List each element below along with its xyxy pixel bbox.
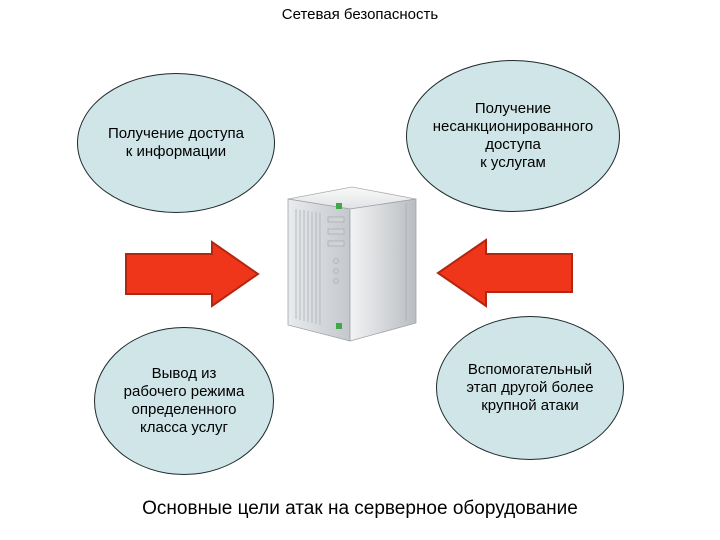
- goal-label: Получение доступа к информации: [108, 125, 244, 160]
- diagram-caption: Основные цели атак на серверное оборудов…: [142, 498, 578, 519]
- goal-auxiliary-attack-stage: Вспомогательный этап другой более крупно…: [436, 316, 624, 460]
- goal-label: Вывод из рабочего режима определенного к…: [123, 365, 245, 436]
- goal-disable-service-class: Вывод из рабочего режима определенного к…: [94, 327, 274, 475]
- arrow-right-icon: [125, 240, 260, 308]
- server-icon: [287, 186, 417, 342]
- goal-access-information: Получение доступа к информации: [77, 73, 275, 213]
- goal-unauthorized-service-access: Получение несанкционированного доступа к…: [406, 60, 620, 212]
- goal-label: Получение несанкционированного доступа к…: [432, 100, 594, 171]
- goal-label: Вспомогательный этап другой более крупно…: [466, 361, 594, 414]
- diagram-title: Сетевая безопасность: [281, 6, 439, 23]
- arrow-left-icon: [436, 238, 573, 308]
